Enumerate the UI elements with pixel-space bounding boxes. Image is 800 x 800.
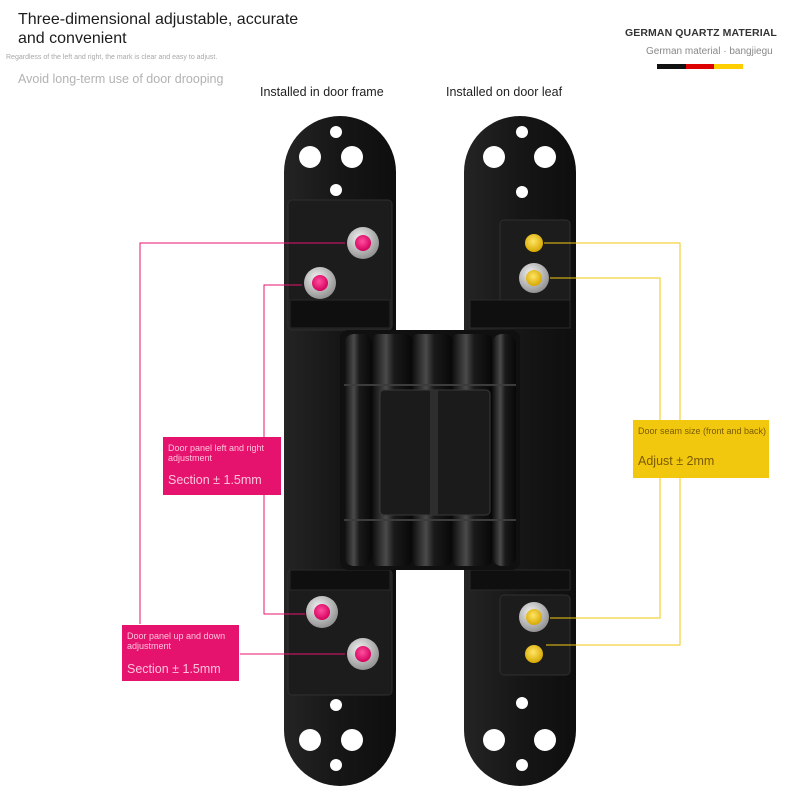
flag-stripe-gold (714, 64, 744, 69)
yellow-adjust-screw-icon (519, 234, 549, 663)
frame-column-label: Installed in door frame (260, 85, 384, 99)
pink-adjust-screw-icon (304, 227, 379, 670)
headline: Three-dimensional adjustable, accurate a… (18, 11, 299, 47)
hinge-knuckle (340, 330, 520, 570)
brand-subtitle: German material · bangjiegu (646, 46, 773, 57)
adjustment-note: Regardless of the left and right, the ma… (6, 54, 218, 61)
callout-left-right-value: Section ± 1.5mm (168, 473, 262, 487)
callout-left-right: Door panel left and right adjustment Sec… (163, 437, 281, 495)
drooping-note: Avoid long-term use of door drooping (18, 72, 224, 86)
flag-stripe-red (685, 64, 715, 69)
callout-left-right-title: Door panel left and right adjustment (168, 443, 265, 463)
german-flag-icon (657, 64, 744, 69)
leaf-column-label: Installed on door leaf (446, 85, 563, 99)
flag-stripe-black (657, 64, 686, 69)
callout-up-down-title: Door panel up and down adjustment (127, 631, 226, 651)
callout-up-down-value: Section ± 1.5mm (127, 662, 221, 676)
brand-title: GERMAN QUARTZ MATERIAL (625, 27, 777, 39)
mounting-hole-icon (299, 126, 363, 771)
callout-door-seam-value: Adjust ± 2mm (638, 454, 715, 468)
callout-door-seam-title: Door seam size (front and back) (638, 426, 767, 436)
callout-door-seam: Door seam size (front and back) Adjust ±… (633, 420, 769, 478)
callout-up-down: Door panel up and down adjustment Sectio… (122, 625, 239, 681)
